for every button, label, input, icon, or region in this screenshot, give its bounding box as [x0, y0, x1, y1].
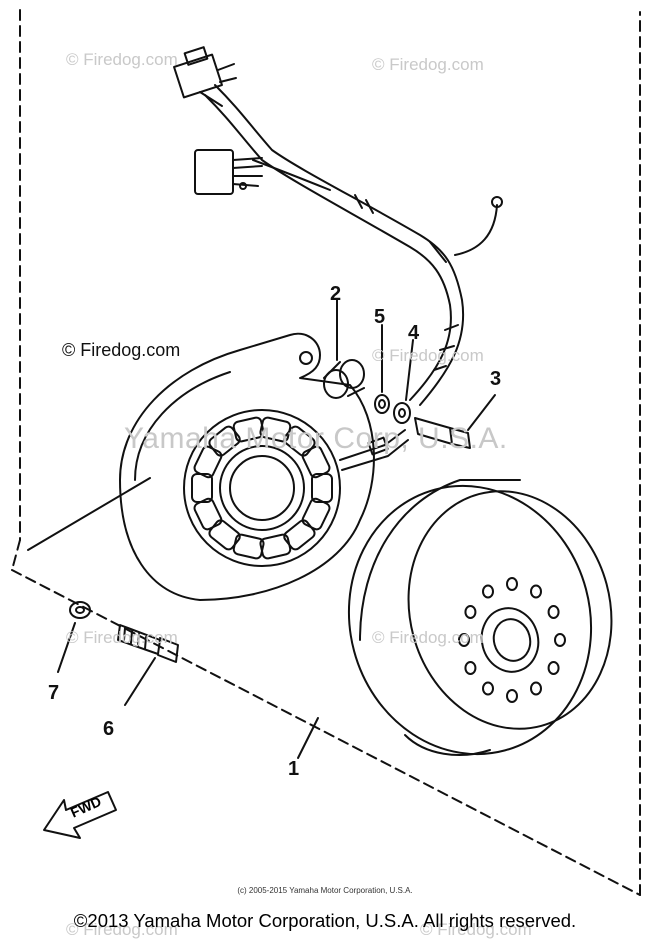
- stator-coil: [283, 519, 316, 551]
- watermark-text: © Firedog.com: [372, 55, 484, 74]
- callout-2: 2: [330, 283, 342, 305]
- small-copyright: (c) 2005-2015 Yamaha Motor Corporation, …: [237, 886, 413, 895]
- stator-coil: [208, 519, 241, 551]
- connector-lower: [194, 149, 263, 195]
- rotor-flywheel: [347, 479, 613, 756]
- rotor-hole: [458, 633, 470, 647]
- watermark-text: © Firedog.com: [66, 628, 178, 647]
- callout-5: 5: [374, 306, 386, 328]
- leader-part-1b: [297, 717, 319, 759]
- wire-harness: [204, 84, 503, 406]
- watermark-text: © Firedog.com: [372, 346, 484, 365]
- callout-6: 6: [103, 718, 115, 740]
- rotor-hole: [464, 661, 477, 675]
- callout-1: 1: [288, 758, 300, 780]
- rotor-hole: [464, 605, 477, 619]
- rotor-hole: [482, 584, 494, 599]
- stator-coil: [232, 533, 265, 560]
- watermark-text-dark: © Firedog.com: [62, 340, 181, 360]
- rotor-hole: [506, 577, 518, 591]
- stator-coil: [259, 533, 292, 560]
- rotor-hole: [530, 584, 542, 599]
- rotor-hole: [482, 681, 494, 696]
- dashed-assembly-outline: [11, 9, 641, 896]
- part-5-washer: [374, 324, 390, 414]
- stator-coils: [183, 409, 341, 567]
- stator-lead: [339, 429, 409, 471]
- part-4-wave-washer: [393, 339, 414, 424]
- watermark-text: © Firedog.com: [66, 920, 178, 939]
- watermark-text: © Firedog.com: [372, 628, 484, 647]
- rotor-hole: [506, 689, 518, 703]
- callout-4: 4: [408, 322, 420, 344]
- part-3-bolt: [414, 394, 496, 449]
- callout-3: 3: [490, 368, 502, 390]
- stator-base-plate: [119, 332, 375, 601]
- fwd-arrow-outline: [43, 791, 117, 839]
- rotor-hole: [547, 605, 560, 619]
- watermark-company: Yamaha Motor Corp, U.S.A.: [124, 422, 508, 455]
- rotor-hole: [547, 661, 560, 675]
- rotor-hole: [530, 681, 542, 696]
- watermark-text: © Firedog.com: [420, 920, 532, 939]
- leader-part-1: [27, 477, 151, 551]
- rotor-hole: [554, 633, 566, 647]
- part-7-washer: [57, 601, 91, 673]
- connector-upper: [173, 46, 237, 107]
- callout-7: 7: [48, 682, 60, 704]
- stator-coil: [301, 445, 331, 479]
- part-2-collar: [323, 299, 365, 399]
- part-6-bolt: [117, 624, 179, 706]
- footer-copyright: ©2013 Yamaha Motor Corporation, U.S.A. A…: [73, 910, 577, 931]
- watermark-text: © Firedog.com: [66, 50, 178, 69]
